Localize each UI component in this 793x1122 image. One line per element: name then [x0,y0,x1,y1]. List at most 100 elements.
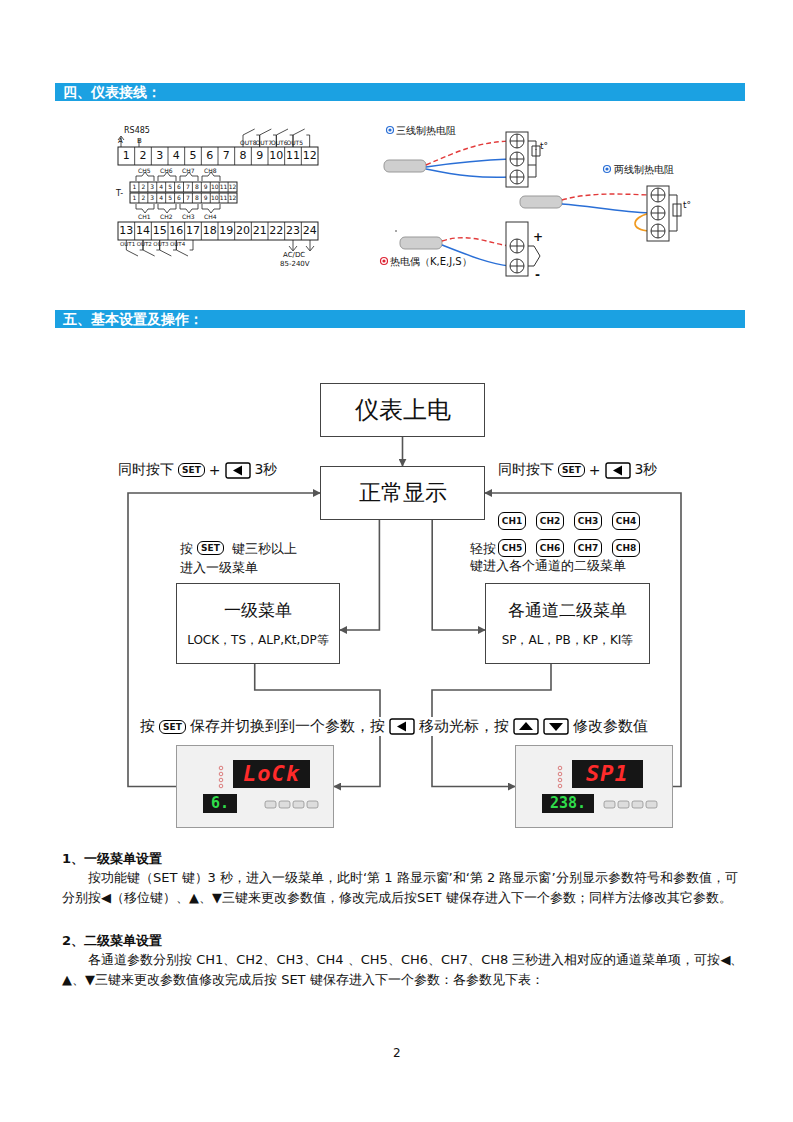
paragraph: 按功能键（SET 键）3 秒，进入一级菜单，此时‘第 1 路显示窗’和‘第 2 … [62,868,745,908]
temperature-symbol: t° [683,200,691,210]
node-text: 正常显示 [359,478,447,508]
terminal-number: 14 [135,222,152,240]
terminal-number: 10 [268,147,285,165]
key-icon-label: SET [159,720,186,734]
led [558,772,562,776]
terminal-number: 7 [184,193,193,203]
pin-name: T- [116,189,123,198]
flow-connector [432,520,485,630]
instruction-text: 轻按 [470,541,496,558]
supply-label: AC/DC [283,251,305,259]
channel-key: CH8 [612,539,640,557]
terminal-number: 5 [185,147,202,165]
output-name: OUT1 [120,241,135,248]
key-icon-label: SET [558,463,585,477]
terminal-number: 4 [157,182,166,192]
process-box: 仪表上电 [320,383,485,437]
terminal-number: 1 [118,147,135,165]
terminal-number: 20 [235,222,252,240]
section-heading: 2、二级菜单设置 [62,932,162,950]
key-icon [605,462,631,479]
terminal-number: 2 [139,193,148,203]
signal-name: RS485 [124,126,150,135]
node-text: LOCK，TS，ALP,Kt,DP等 [187,632,329,649]
output-name: OUT2 [137,241,152,248]
channel-name: CH4 [204,213,217,220]
led [219,784,223,788]
terminal-number: 5 [166,182,175,192]
terminal-number: 10 [210,182,219,192]
terminal-number: 11 [219,193,228,203]
terminal-number: 15 [151,222,168,240]
key-icon-label: SET [178,463,205,477]
polarity-sign: + [533,230,543,244]
node-text: 各通道二级菜单 [508,599,627,622]
node-text: 仪表上电 [355,394,451,426]
terminal-number: 16 [168,222,185,240]
terminal-number: 4 [168,147,185,165]
terminal-number: 9 [201,193,210,203]
instruction-text: 按 [140,717,155,736]
instruction-text: 移动光标，按 [419,717,509,736]
display-panel: LoCk6. [176,745,334,828]
terminal-number: 7 [218,147,235,165]
display-readout: 6. [203,794,237,813]
led [558,784,562,788]
terminal-number: 7 [184,182,193,192]
terminal-number: 22 [268,222,285,240]
panel-button [604,801,615,808]
terminal-number: 12 [301,147,318,165]
output-name: OUT4 [170,241,185,248]
channel-key: CH2 [536,512,564,530]
led [558,766,562,770]
channel-key: CH6 [536,539,564,557]
instruction-row: 同时按下SET+3秒 [116,461,279,479]
terminal-number: 6 [175,193,184,203]
node-text: 五、基本设置及操作： [63,310,745,328]
menu-box: 一级菜单LOCK，TS，ALP,Kt,DP等 [176,583,340,664]
terminal-number: 11 [219,182,228,192]
channel-name: CH7 [182,167,195,174]
terminal-number: 3 [151,147,168,165]
instruction-text: + [589,462,601,478]
terminal-number: 8 [235,147,252,165]
terminal-number: 11 [285,147,302,165]
sensor-name: 热电偶（K,E,J,S） [390,255,472,269]
output-name: OUT8 [240,139,257,146]
pin-name: A [118,137,123,145]
channel-key: CH1 [498,512,526,530]
instruction-text: 3秒 [635,461,658,479]
channel-name: CH5 [138,167,151,174]
panel-button [632,801,643,808]
process-box: 正常显示 [320,466,485,520]
terminal-number: 2 [139,182,148,192]
panel-button [265,801,276,808]
node-text: 四、仪表接线： [63,83,745,101]
terminal-number: 5 [166,193,175,203]
output-name: OUT3 [153,241,168,248]
temperature-symbol: t° [540,141,548,151]
instruction-text: 同时按下 [118,461,174,479]
terminal-strokes [126,129,309,256]
display-readout: 238. [542,794,594,813]
terminal-number: 19 [218,222,235,240]
instruction-text: 保存并切换到到一个参数，按 [190,717,385,736]
terminal-number: 1 [130,182,139,192]
display-readout: SP1 [572,760,643,788]
paragraph: 各通道参数分别按 CH1、CH2、CH3、CH4 、CH5、CH6、CH7、CH… [62,950,745,990]
channel-key: CH7 [574,539,602,557]
channel-name: CH1 [138,213,151,220]
section-band: 五、基本设置及操作： [55,310,745,328]
terminal-number: 3 [148,182,157,192]
terminal-number: 8 [192,193,201,203]
key-icon-label: SET [197,541,224,555]
flow-connector [402,437,404,466]
terminal-number: 9 [201,182,210,192]
terminal-number: 13 [118,222,135,240]
terminal-number: 12 [228,182,237,192]
instruction-text: 键进入各个通道的二级菜单 [470,558,626,575]
led [558,778,562,782]
instruction-text: 修改参数值 [573,717,648,736]
instruction-row: 同时按下SET+3秒 [496,461,659,479]
